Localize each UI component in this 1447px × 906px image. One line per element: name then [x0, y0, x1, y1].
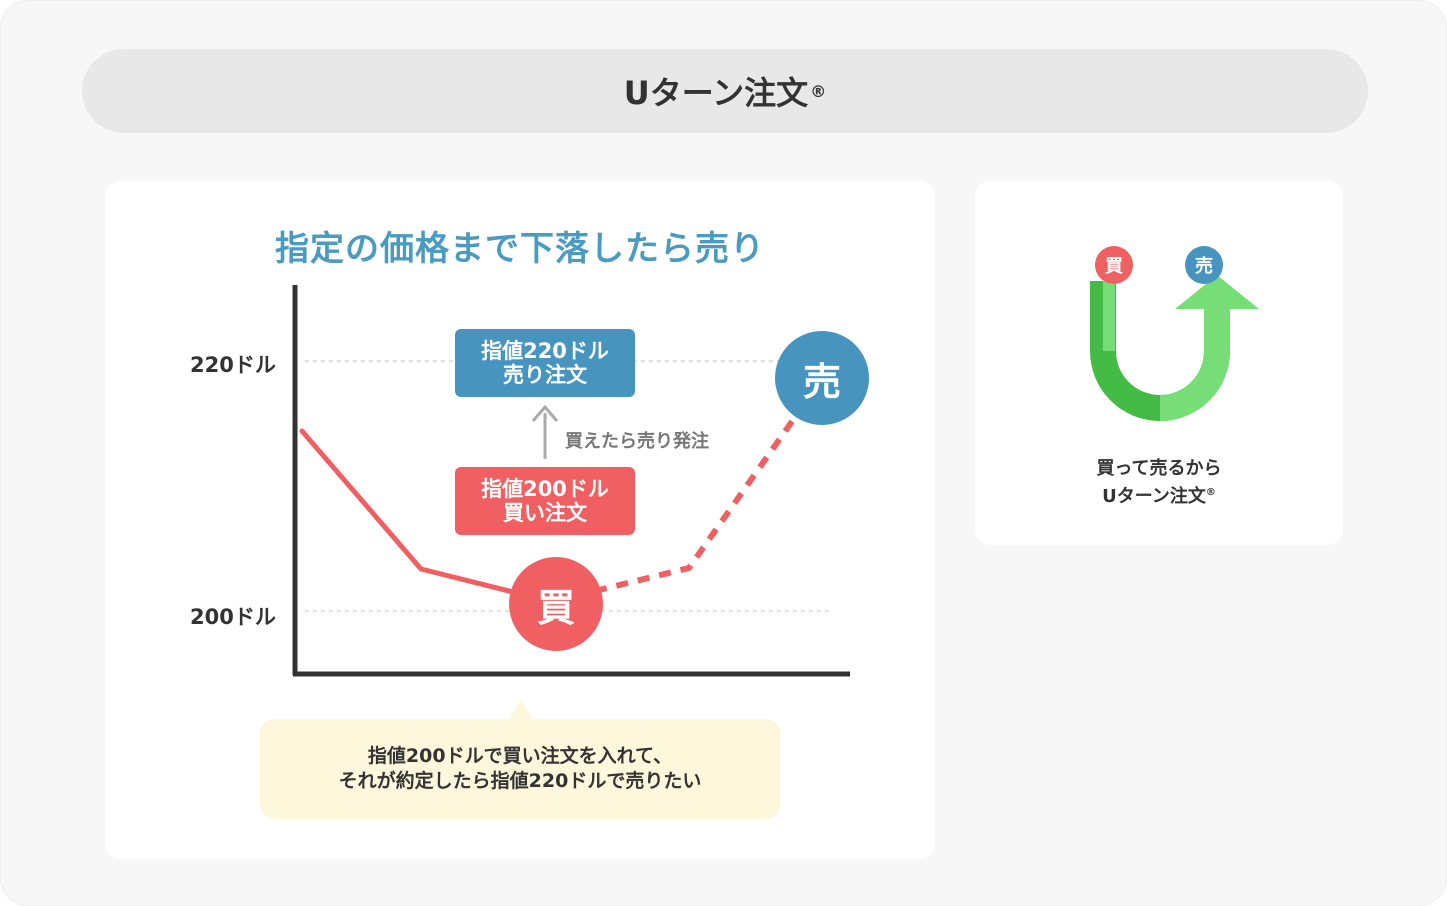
price-line-projected — [594, 401, 808, 594]
diagram-card: 指定の価格まで下落したら売り 220ドル 200ドル 指値220ドル 売り注文 … — [105, 181, 935, 859]
arrow-up-icon — [531, 404, 559, 422]
sell-order-box: 指値220ドル 売り注文 — [455, 329, 635, 397]
sell-marker: 売 — [775, 331, 869, 425]
arrow-label: 買えたら売り発注 — [565, 431, 709, 452]
buy-order-line1: 指値200ドル — [481, 477, 609, 501]
u-turn-caption-line1: 買って売るから — [1096, 458, 1222, 479]
page-title-text: Uターン注文 — [623, 74, 809, 112]
u-turn-sell-badge: 売 — [1185, 246, 1223, 284]
u-turn-card: 買 売 買って売るから Uターン注文® — [975, 181, 1343, 545]
u-turn-icon — [1090, 275, 1259, 421]
registered-mark: ® — [810, 81, 827, 101]
buy-marker: 買 — [509, 557, 603, 651]
u-turn-caption-mark: ® — [1205, 487, 1216, 498]
callout-tail — [509, 699, 533, 720]
price-line-actual — [299, 428, 528, 598]
callout-line1: 指値200ドルで買い注文を入れて、 — [367, 745, 673, 767]
u-turn-arrowhead — [1175, 275, 1259, 309]
u-turn-caption-line2: Uターン注文 — [1102, 486, 1206, 507]
callout-line2: それが約定したら指値220ドルで売りたい — [338, 770, 702, 792]
sell-order-line1: 指値220ドル — [481, 339, 609, 363]
y-label-200: 200ドル — [190, 605, 276, 629]
price-diagram — [292, 285, 850, 677]
diagram-heading: 指定の価格まで下落したら売り — [275, 229, 765, 269]
explanation-callout: 指値200ドルで買い注文を入れて、 それが約定したら指値220ドルで売りたい — [260, 719, 780, 819]
u-turn-buy-badge: 買 — [1095, 246, 1133, 284]
sell-order-line2: 売り注文 — [503, 363, 587, 387]
u-turn-caption: 買って売るから Uターン注文® — [975, 457, 1343, 509]
u-turn-light-stroke — [1159, 309, 1230, 421]
buy-order-box: 指値200ドル 買い注文 — [455, 467, 635, 535]
buy-order-line2: 買い注文 — [503, 501, 587, 525]
page-title: Uターン注文® — [82, 49, 1368, 133]
y-label-220: 220ドル — [190, 353, 276, 377]
